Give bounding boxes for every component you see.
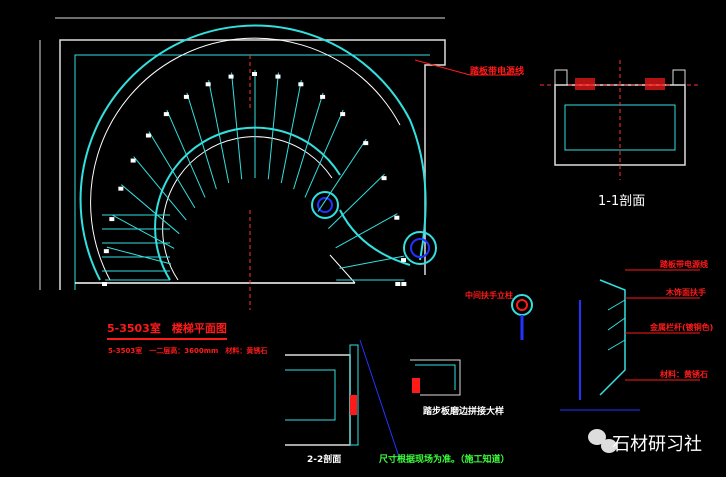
tread-mark — [298, 82, 304, 87]
section-1-title: 1-1剖面 — [598, 194, 646, 209]
tread-mark — [401, 258, 407, 263]
plan-view — [39, 17, 520, 310]
tread-mark — [395, 282, 401, 286]
tread-mark — [183, 94, 189, 99]
tread-mark — [163, 112, 169, 117]
tread-line — [133, 156, 187, 221]
tread-mark — [252, 72, 257, 76]
tread-line — [121, 184, 180, 235]
tread-mark — [381, 176, 387, 181]
edge-detail — [410, 294, 533, 396]
tread-mark — [130, 158, 136, 163]
plan-subtitle: 5-3503室 一二层高：3600mm 材料：黄锈石 — [108, 347, 268, 355]
plan-title: 5-3503室 楼梯平面图 — [107, 320, 227, 340]
tread-mark — [145, 133, 151, 138]
tread-mark — [102, 282, 107, 286]
detail-note-left: 中间扶手立柱 — [465, 291, 513, 300]
callout-2: 木饰面扶手 — [666, 288, 706, 297]
tread-mark — [340, 112, 346, 117]
tread-mark — [401, 282, 407, 286]
section-2-title: 2-2剖面 — [307, 455, 342, 465]
tread-mark — [394, 215, 400, 220]
tread-line — [106, 246, 172, 265]
tread-line — [339, 255, 405, 269]
tread-mark — [109, 217, 115, 222]
tread-line — [335, 213, 398, 249]
tread-line — [293, 92, 324, 190]
tread-line — [304, 109, 344, 198]
tread-line — [280, 80, 302, 184]
tread-mark — [118, 186, 124, 191]
detail-title: 踏步板磨边拼接大样 — [423, 407, 505, 417]
section-1-1 — [540, 60, 700, 180]
tread-line — [317, 138, 367, 212]
tread-mark — [363, 141, 369, 146]
railing-detail — [560, 269, 700, 411]
tread-line — [267, 72, 279, 180]
tread-mark — [103, 249, 109, 254]
tread-mark — [205, 82, 211, 87]
tread-line — [208, 80, 230, 184]
plan-callout: 踏板带电源线 — [470, 67, 525, 77]
wechat-logo — [588, 429, 617, 453]
tread-mark — [320, 94, 326, 99]
tread-line — [166, 109, 206, 198]
tread-line — [186, 92, 217, 190]
watermark: 石材研习社 — [612, 434, 702, 455]
tread-line — [148, 131, 196, 209]
tread-line — [231, 72, 243, 180]
tread-mark — [275, 74, 281, 79]
callout-4: 材料：黄锈石 — [660, 370, 708, 379]
callout-3: 金属栏杆(镀铜色) — [650, 323, 714, 332]
callout-1: 踏板带电源线 — [660, 260, 708, 269]
tread-line — [328, 173, 385, 229]
construction-note: 尺寸根据现场为准。（施工知道） — [379, 455, 510, 465]
section-2-2 — [285, 339, 401, 461]
tread-mark — [228, 74, 234, 79]
